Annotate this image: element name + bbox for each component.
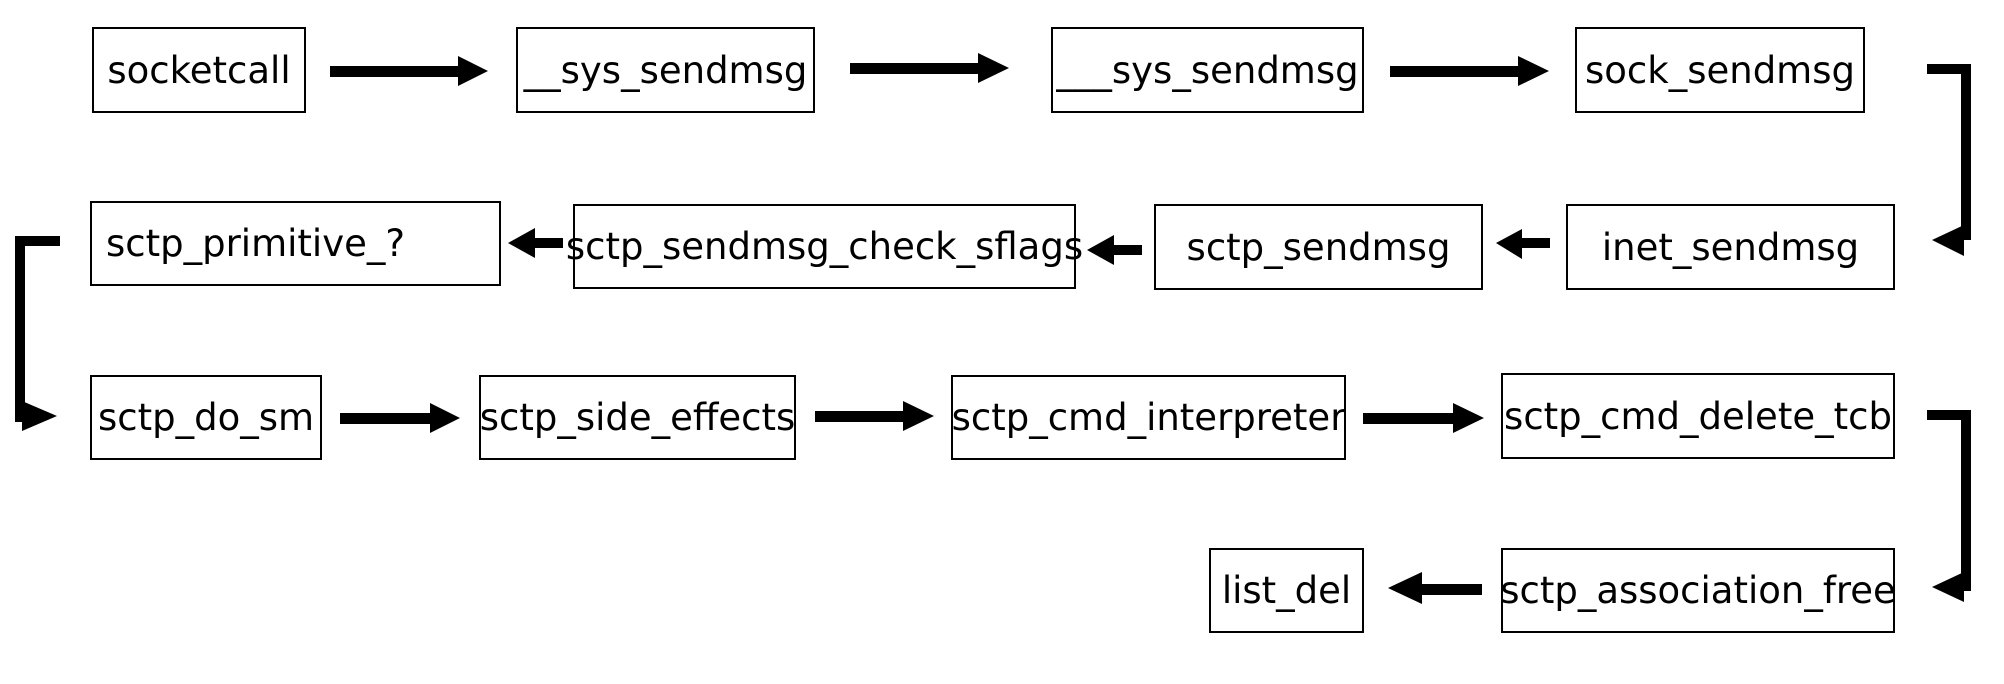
node-sctp-cmd-interpreter: sctp_cmd_interpreter: [951, 375, 1346, 460]
arrow-cmd-delete-tcb-to-association-free: [1927, 410, 1971, 602]
node-sctp-sendmsg: sctp_sendmsg: [1154, 204, 1483, 290]
node-sctp-cmd-delete-tcb: sctp_cmd_delete_tcb: [1501, 373, 1895, 459]
node-sock-sendmsg: sock_sendmsg: [1575, 27, 1865, 113]
arrow-sock-sendmsg-to-inet-sendmsg: [1927, 64, 1971, 256]
node-socketcall: socketcall: [92, 27, 306, 113]
arrow-do-sm-to-side-effects: [340, 403, 460, 433]
node-list-del: list_del: [1209, 548, 1364, 633]
node-sctp-side-effects: sctp_side_effects: [479, 375, 796, 460]
arrow-socketcall-to-sys-sendmsg: [330, 56, 488, 86]
arrow-inet-sendmsg-to-sctp-sendmsg: [1496, 229, 1550, 259]
arrow-check-sflags-to-sctp-primitive: [508, 228, 563, 258]
node-sctp-primitive: sctp_primitive_?: [90, 201, 501, 286]
arrow-sctp-primitive-to-sctp-do-sm: [15, 236, 60, 431]
arrow-cmd-interpreter-to-cmd-delete-tcb: [1363, 403, 1484, 433]
arrow-sys-sendmsg-to-sys-sendmsg: [850, 53, 1009, 83]
node-inet-sendmsg: inet_sendmsg: [1566, 204, 1895, 290]
arrow-sctp-sendmsg-to-check-sflags: [1087, 235, 1142, 265]
arrow-sys-sendmsg-to-sock-sendmsg: [1390, 56, 1549, 86]
node-sctp-do-sm: sctp_do_sm: [90, 375, 322, 460]
arrow-association-free-to-list-del: [1388, 572, 1482, 604]
node-sys-sendmsg-2: __sys_sendmsg: [516, 27, 815, 113]
node-sctp-sendmsg-check-sflags: sctp_sendmsg_check_sflags: [566, 204, 1083, 289]
arrow-side-effects-to-cmd-interpreter: [815, 401, 934, 431]
node-sctp-association-free: sctp_association_free: [1500, 548, 1896, 633]
node-sys-sendmsg-3: ___sys_sendmsg: [1051, 27, 1364, 113]
